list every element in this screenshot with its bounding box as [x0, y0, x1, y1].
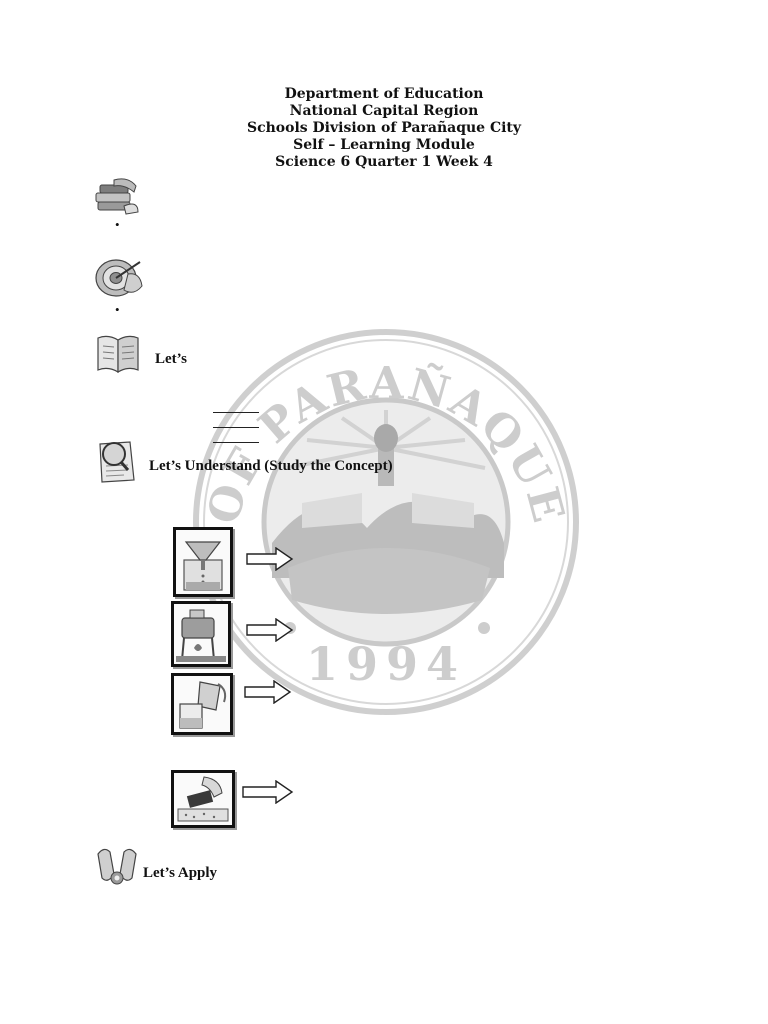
module-header: Department of Education National Capital… [0, 86, 768, 171]
answer-blank-line [213, 442, 259, 443]
target-icon [95, 259, 143, 297]
arrow-right-icon [242, 780, 294, 804]
magnet-picture-frame [171, 770, 235, 828]
magnifier-icon [99, 441, 135, 483]
answer-blank-line [213, 427, 259, 428]
svg-text:1994: 1994 [306, 637, 466, 691]
header-department: Department of Education [284, 86, 484, 102]
division-seal-watermark: OF PARAÑAQUE 1994 [193, 329, 579, 715]
evaporation-icon [176, 609, 226, 662]
books-icon [95, 178, 139, 215]
header-region: National Capital Region [289, 103, 479, 119]
decantation-icon [179, 681, 227, 729]
header-division: Schools Division of Parañaque City [246, 120, 522, 136]
lets-heading: Let’s [155, 351, 187, 367]
header-subject: Science 6 Quarter 1 Week 4 [275, 154, 493, 170]
evaporation-picture-frame [171, 601, 231, 667]
decantation-picture-frame [171, 673, 233, 735]
lets-apply-heading: Let’s Apply [143, 865, 218, 881]
arrow-right-icon [246, 618, 294, 642]
arrow-right-icon [244, 680, 292, 704]
reading-icon [97, 335, 139, 374]
bullet-marker: • [115, 217, 120, 232]
lets-understand-heading: Let’s Understand (Study the Concept) [149, 458, 393, 474]
hands-icon [97, 848, 137, 885]
filtration-icon [183, 541, 223, 591]
filtration-picture-frame [173, 527, 233, 597]
bullet-marker: • [115, 302, 120, 317]
header-module: Self – Learning Module [293, 137, 475, 153]
magnet-icon [177, 776, 229, 822]
arrow-right-icon [246, 547, 294, 571]
answer-blank-line [213, 412, 259, 413]
